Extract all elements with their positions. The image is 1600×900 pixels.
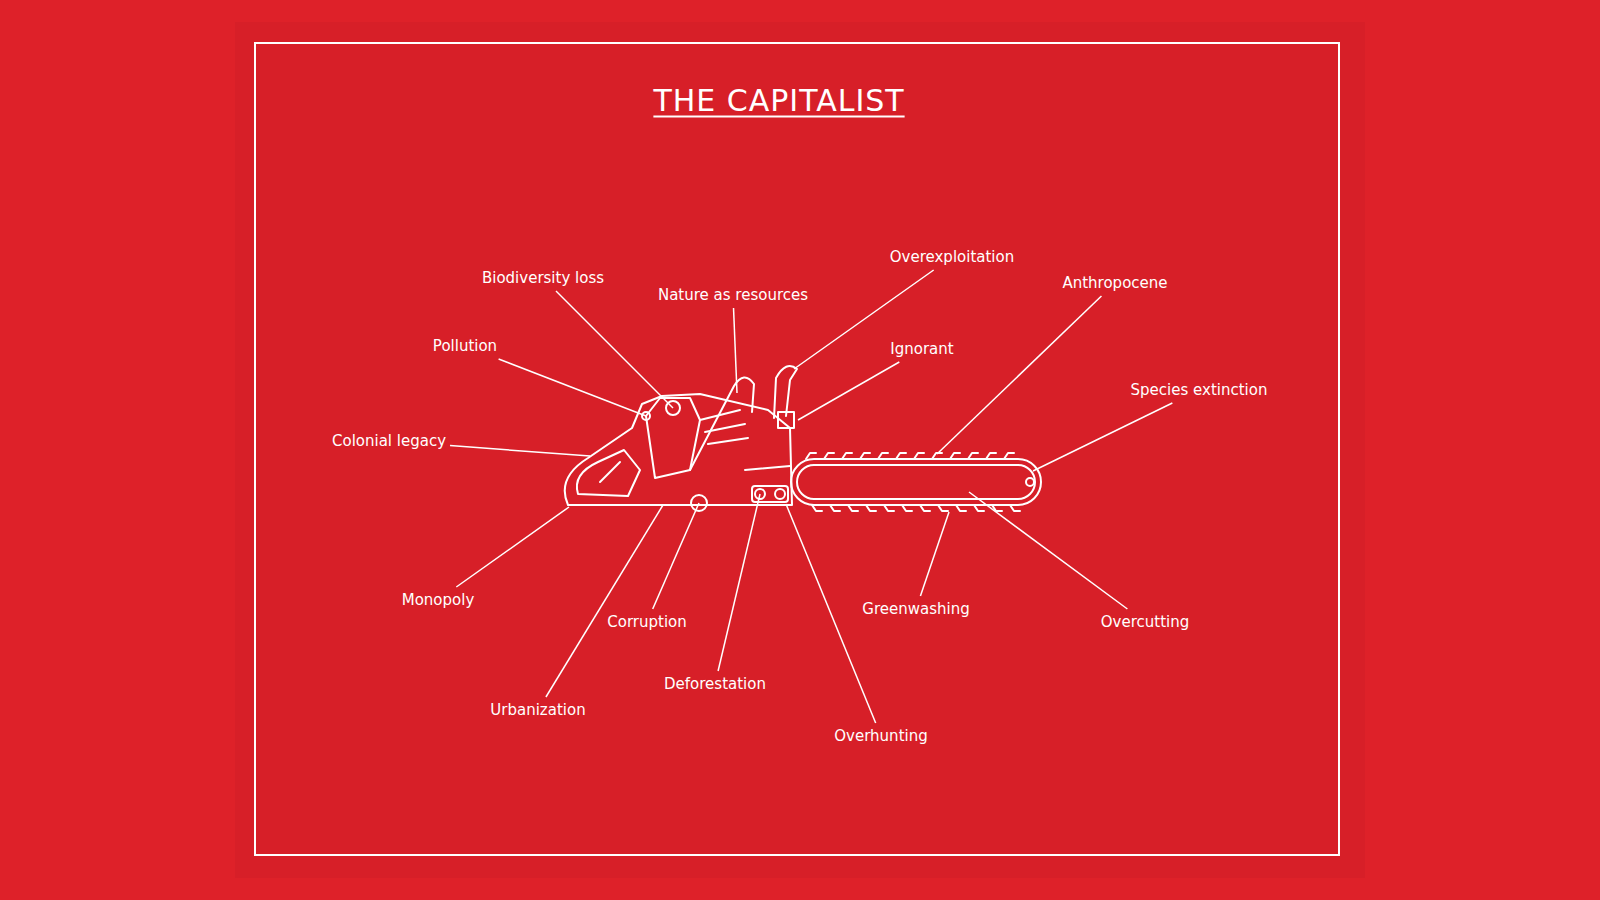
part-label: Urbanization [490,701,585,719]
poster-title: THE CAPITALIST [653,83,904,118]
part-label: Overexploitation [890,248,1014,266]
part-label: Overcutting [1101,613,1189,631]
chain-tooth [956,505,966,511]
leader-line [798,362,899,420]
clutch-cover-line [745,466,790,470]
chain-tooth [884,505,894,511]
chain-tooth [824,453,834,459]
chain-tooth [1010,505,1020,511]
chain-tooth [968,453,978,459]
part-label: Ignorant [890,340,953,358]
leader-line [718,494,760,671]
part-label: Pollution [433,337,497,355]
chain-tooth [1004,453,1014,459]
part-label: Colonial legacy [332,432,446,450]
part-label: Biodiversity loss [482,269,604,287]
chain-track [797,465,1035,499]
leader-line [546,505,663,697]
chain-tooth [866,505,876,511]
chain-tooth [848,505,858,511]
chain-tooth [830,505,840,511]
chain-tooth [974,505,984,511]
leader-line [1033,403,1172,471]
part-label: Overhunting [834,727,927,745]
chain-teeth [806,453,1020,511]
rear-handle [577,450,640,496]
chain-tooth [878,453,888,459]
chain-tooth [842,453,852,459]
leader-line [786,504,876,723]
saw-housing [565,394,792,505]
leader-line [450,446,590,456]
part-label: Corruption [607,613,686,631]
poster-border [255,43,1339,855]
chain-tooth [938,505,948,511]
leader-lines [450,270,1172,723]
top-handle [690,377,754,470]
leader-line [556,291,673,408]
chain-tooth [860,453,870,459]
bar-nut [775,489,785,499]
chain-tooth [950,453,960,459]
leader-line [734,308,737,393]
bar-nose [1026,478,1034,486]
chain-brake [778,412,794,428]
chain-tooth [986,453,996,459]
leader-line [456,507,569,587]
leader-line [499,359,646,416]
hand-guard [774,366,797,418]
part-label: Species extinction [1131,381,1268,399]
trigger [600,462,620,482]
chain-tooth [920,505,930,511]
part-label: Monopoly [402,591,475,609]
bar-mount [752,486,788,502]
cooling-fins [700,410,748,444]
part-label: Deforestation [664,675,766,693]
part-label: Anthropocene [1062,274,1167,292]
leader-line [653,503,699,609]
chain-tooth [914,453,924,459]
part-label: Greenwashing [862,600,969,618]
part-label: Nature as resources [658,286,808,304]
poster-panel [235,22,1365,878]
leader-line [920,512,949,596]
chain-tooth [902,505,912,511]
leader-line [969,492,1127,609]
chain-tooth [812,505,822,511]
leader-line [937,296,1101,454]
chain-tooth [806,453,816,459]
chain-tooth [896,453,906,459]
chainsaw-drawing [565,366,1041,511]
guide-bar [791,459,1041,505]
